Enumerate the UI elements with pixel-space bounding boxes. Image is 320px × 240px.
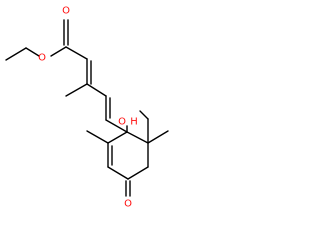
bond-c4-c5 bbox=[86, 83, 107, 97]
hydroxyl-oxygen-label: O bbox=[118, 117, 126, 128]
bond-c6prime-methyl-right bbox=[147, 130, 169, 144]
bond-ethyl-ch2-o bbox=[25, 47, 40, 57]
bond-c2-c3 bbox=[65, 46, 88, 60]
ketone-oxygen-label: O bbox=[124, 199, 132, 210]
bond-c6-c1prime bbox=[105, 119, 128, 133]
molecule-structure: O O O H O bbox=[5, 6, 169, 210]
bond-methyl-up-end bbox=[139, 110, 149, 120]
bond-o-carbonyl bbox=[50, 46, 67, 57]
atom-labels: O O O H O bbox=[38, 6, 138, 210]
bond-c1prime-c2prime bbox=[107, 131, 128, 144]
hydroxyl-hydrogen-label: H bbox=[130, 117, 138, 128]
ester-carbonyl-oxygen-label: O bbox=[62, 6, 70, 17]
bond-c4prime-c5prime bbox=[127, 166, 149, 180]
bond-c3prime-c4prime bbox=[107, 166, 129, 180]
bond-c4-methyl bbox=[65, 83, 88, 97]
bond-ethyl-ch3 bbox=[5, 47, 27, 61]
bond-lines bbox=[5, 19, 169, 197]
ester-ether-oxygen-label: O bbox=[38, 53, 46, 64]
bond-c2prime-methyl bbox=[86, 130, 109, 144]
bond-c6prime-c1prime bbox=[126, 131, 149, 144]
